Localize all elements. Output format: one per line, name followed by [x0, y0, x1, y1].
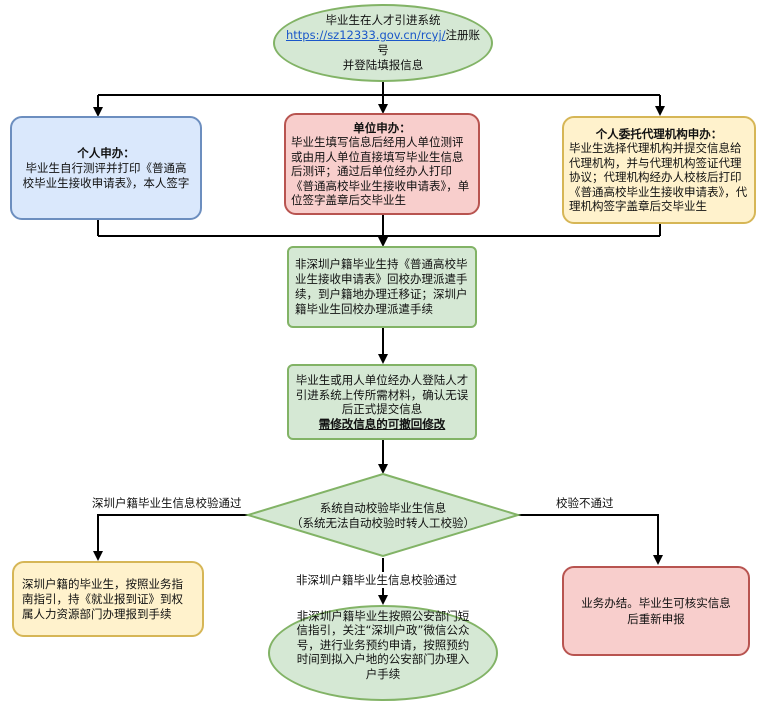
- check-text: 系统自动校验毕业生信息 （系统无法自动校验时转人工校验）: [268, 496, 498, 536]
- edge-label-fail: 校验不通过: [556, 495, 614, 511]
- flow-connectors: [93, 82, 665, 605]
- local-report-body: 深圳户籍的毕业生，按照业务指南指引，持《就业报到证》到权属人力资源部门办理报到手…: [22, 576, 183, 621]
- upload-emphasis: 需修改信息的可撤回修改: [318, 416, 446, 431]
- dispatch-body: 非深圳户籍毕业生持《普通高校毕业生接收申请表》回校办理派遣手续，到户籍地办理迁移…: [295, 257, 468, 316]
- agency-title: 个人委托代理机构申办：: [595, 126, 723, 141]
- upload-body: 毕业生或用人单位经办人登陆人才引进系统上传所需材料，确认无误后正式提交信息: [295, 373, 469, 416]
- unit-title: 单位申办：: [353, 120, 411, 135]
- check-line2: （系统无法自动校验时转人工校验）: [291, 516, 475, 530]
- local-report-node: 深圳户籍的毕业生，按照业务指南指引，持《就业报到证》到权属人力资源部门办理报到手…: [12, 561, 204, 637]
- unit-body: 毕业生填写信息后经用人单位测评或由用人单位直接填写毕业生信息后测评；通过后单位经…: [291, 135, 470, 207]
- start-text-line3: 并登陆填报信息: [342, 58, 424, 72]
- arrow-to-local-report: [93, 514, 248, 561]
- check-line1: 系统自动校验毕业生信息: [319, 501, 447, 515]
- registration-link[interactable]: https://sz12333.gov.cn/rcyj/: [285, 28, 446, 42]
- fail-body: 业务办结。毕业生可核实信息后重新申报: [581, 596, 731, 626]
- dispatch-node: 非深圳户籍毕业生持《普通高校毕业生接收申请表》回校办理派遣手续，到户籍地办理迁移…: [287, 246, 477, 328]
- edge-label-nonlocal-pass: 非深圳户籍毕业生信息校验通过: [296, 572, 457, 588]
- start-link-suffix: 注册账号: [377, 28, 481, 57]
- start-text-line2: https://sz12333.gov.cn/rcyj/注册账号: [281, 28, 485, 58]
- agency-apply-node: 个人委托代理机构申办： 毕业生选择代理机构并提交信息给代理机构，并与代理机构签证…: [562, 116, 756, 224]
- nonlocal-appointment-node: 非深圳户籍毕业生按照公安部门短信指引，关注“深圳户政”微信公众号，进行业务预约申…: [268, 605, 498, 701]
- start-node: 毕业生在人才引进系统 https://sz12333.gov.cn/rcyj/注…: [273, 4, 493, 82]
- check-diamond: [244, 472, 522, 558]
- unit-apply-node: 单位申办： 毕业生填写信息后经用人单位测评或由用人单位直接填写毕业生信息后测评；…: [284, 113, 480, 215]
- personal-body: 毕业生自行测评并打印《普通高校毕业生接收申请表》，本人签字: [22, 160, 190, 190]
- fail-node: 业务办结。毕业生可核实信息后重新申报: [562, 566, 750, 656]
- upload-node: 毕业生或用人单位经办人登陆人才引进系统上传所需材料，确认无误后正式提交信息 需修…: [287, 364, 477, 440]
- arrow-to-fail: [518, 514, 663, 565]
- nonlocal-appointment-body: 非深圳户籍毕业生按照公安部门短信指引，关注“深圳户政”微信公众号，进行业务预约申…: [296, 608, 470, 681]
- edge-label-local-pass: 深圳户籍毕业生信息校验通过: [92, 495, 242, 511]
- agency-body: 毕业生选择代理机构并提交信息给代理机构，并与代理机构签证代理协议；代理机构经办人…: [569, 141, 748, 213]
- personal-title: 个人申办：: [77, 145, 135, 160]
- start-text-line1: 毕业生在人才引进系统: [325, 13, 441, 27]
- personal-apply-node: 个人申办： 毕业生自行测评并打印《普通高校毕业生接收申请表》，本人签字: [10, 116, 202, 220]
